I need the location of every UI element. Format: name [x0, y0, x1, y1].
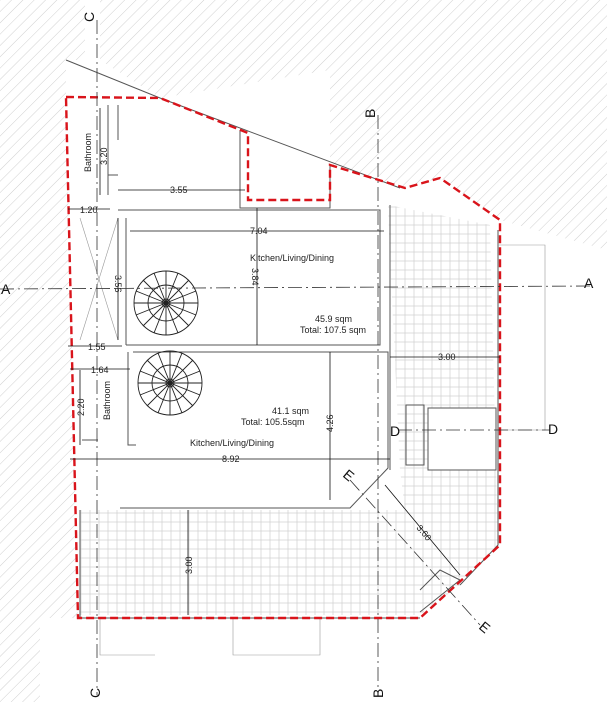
bathroom-upper-label: Bathroom [83, 133, 93, 172]
dim-bath-lower-h: 2.20 [76, 398, 86, 416]
dim-stair-depth: 3.56 [113, 275, 123, 293]
dim-top-width: 3.55 [170, 185, 188, 195]
bathroom-lower-label: Bathroom [102, 381, 112, 420]
dim-terrace-bottom: 3.00 [184, 556, 194, 574]
section-marker-d-right: D [548, 421, 558, 437]
section-marker-a-right: A [584, 275, 594, 291]
dim-terrace-right: 3.00 [438, 352, 456, 362]
dim-lower-width: 8.92 [222, 454, 240, 464]
room-lower-label: Kitchen/Living/Dining [190, 438, 274, 448]
hatched-neighbour-top2 [100, 0, 400, 98]
site-boundary [64, 95, 502, 620]
area-lower: 41.1 sqm [272, 406, 309, 416]
walls [65, 59, 546, 656]
section-marker-e-top: E [340, 466, 357, 484]
section-marker-e-bottom: E [476, 618, 493, 636]
section-marker-a-left: A [1, 281, 11, 297]
section-marker-c-top: C [81, 12, 97, 22]
total-lower: Total: 105.5sqm [241, 417, 305, 427]
dim-bath-upper-w: 1.20 [80, 205, 98, 215]
terrace-bottom [80, 510, 420, 615]
spiral-stair-upper [133, 270, 199, 336]
section-marker-d-left: D [390, 423, 400, 439]
void [427, 407, 497, 471]
spiral-stair-lower [137, 350, 203, 416]
dim-upper-depth: 3.84 [250, 268, 260, 286]
section-marker-c-bottom: C [87, 688, 103, 698]
total-upper: Total: 107.5 sqm [300, 325, 366, 335]
section-lines [0, 20, 591, 695]
dimension-lines [68, 108, 500, 615]
room-upper-label: Kitchen/Living/Dining [250, 253, 334, 263]
area-upper: 45.9 sqm [315, 314, 352, 324]
dim-bath-lower-w1: 1.55 [88, 342, 106, 352]
section-marker-b-bottom: B [370, 689, 386, 698]
dim-lower-depth: 4.26 [325, 414, 335, 432]
dim-bath-upper-h: 3.20 [99, 147, 109, 165]
section-marker-b-top: B [362, 109, 378, 118]
hatched-neighbour-left [0, 0, 85, 702]
hatched-neighbour-top [330, 0, 607, 250]
dim-upper-width: 7.04 [250, 226, 268, 236]
dimension-labels: 3.20 3.55 1.20 7.04 3.84 3.56 1.55 1.64 … [76, 147, 456, 574]
dim-bath-lower-w2: 1.64 [91, 365, 109, 375]
